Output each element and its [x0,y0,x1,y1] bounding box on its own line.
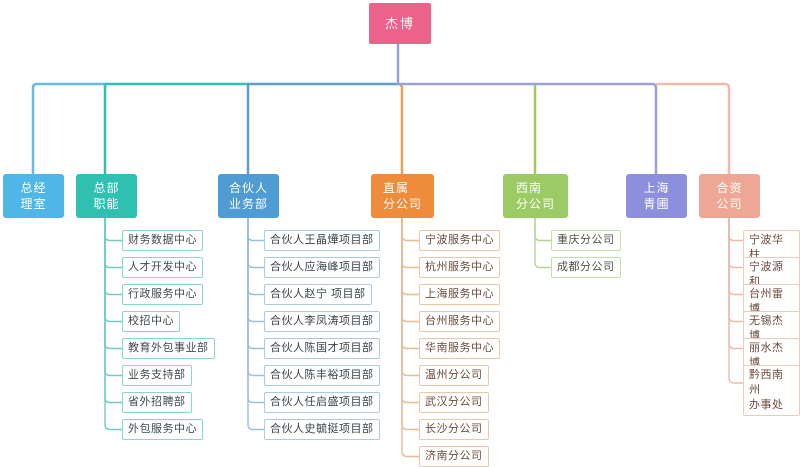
org-node-leaf[interactable]: 教育外包事业部 [122,338,215,359]
connector-line [104,218,122,323]
connector-line [247,218,264,296]
org-node-leaf[interactable]: 济南分公司 [419,446,489,467]
org-node-leaf[interactable]: 合伙人任启盛项目部 [264,392,380,413]
org-node-branch[interactable]: 总部 职能 [76,174,137,218]
connector-line [401,218,419,323]
connector-line [247,218,264,377]
org-node-branch-label: 合资 公司 [716,181,743,211]
connector-line [401,218,419,377]
connector-line [401,218,419,350]
org-node-leaf[interactable]: 合伙人史毓挺项目部 [264,419,380,440]
org-node-leaf[interactable]: 合伙人李凤涛项目部 [264,311,380,332]
org-node-branch[interactable]: 合资 公司 [699,174,760,218]
org-node-branch-label: 直属 分公司 [382,181,422,211]
org-node-branch-label: 上海 青圃 [643,181,670,211]
org-node-leaf[interactable]: 杭州服务中心 [419,257,500,278]
org-node-leaf[interactable]: 合伙人应海峰项目部 [264,257,380,278]
connector-line [103,82,248,174]
connector-line [401,218,419,431]
org-node-branch[interactable]: 上海 青圃 [626,174,687,218]
connector-line [534,218,551,242]
connector-line [104,218,122,296]
connector-line [534,218,551,269]
org-node-branch[interactable]: 直属 分公司 [371,174,434,218]
connector-line [247,218,264,431]
connector-line [104,218,122,242]
org-node-leaf[interactable]: 合伙人赵宁 项目部 [264,284,372,305]
org-node-leaf[interactable]: 华南服务中心 [419,338,500,359]
org-node-leaf[interactable]: 温州分公司 [419,365,489,386]
connector-line [401,218,419,458]
org-node-leaf[interactable]: 重庆分公司 [551,230,621,251]
org-node-leaf[interactable]: 合伙人陈国才项目部 [264,338,380,359]
org-node-leaf[interactable]: 武汉分公司 [419,392,489,413]
org-node-leaf[interactable]: 财务数据中心 [122,230,203,251]
org-node-leaf[interactable]: 行政服务中心 [122,284,203,305]
connector-line [247,218,264,269]
connector-line [247,218,264,242]
org-node-branch-label: 总部 职能 [93,181,120,211]
connector-line [397,82,404,174]
org-node-branch[interactable]: 总经 理室 [3,174,64,218]
org-node-branch[interactable]: 西南 分公司 [503,174,568,218]
connector-line [396,44,658,174]
org-node-leaf[interactable]: 长沙分公司 [419,419,489,440]
connector-line [401,218,419,242]
connector-line [247,218,264,350]
org-node-leaf[interactable]: 合伙人王晶燁项目部 [264,230,380,251]
org-node-leaf[interactable]: 业务支持部 [122,365,192,386]
org-node-leaf[interactable]: 台州服务中心 [419,311,500,332]
connector-line [104,218,122,377]
connector-line [728,218,743,323]
org-node-branch-label: 总经 理室 [20,181,47,211]
connector-line [728,218,743,269]
org-node-leaf[interactable]: 上海服务中心 [419,284,500,305]
org-root-node[interactable]: 杰博 [369,3,431,44]
connector-line [246,82,398,174]
connector-line [401,218,419,269]
connector-line [728,218,743,350]
org-node-leaf[interactable]: 宁波服务中心 [419,230,500,251]
connector-line [656,82,731,174]
connector-line [104,218,122,350]
org-node-leaf[interactable]: 成都分公司 [551,257,621,278]
org-node-leaf[interactable]: 外包服务中心 [122,419,203,440]
org-node-leaf[interactable]: 人才开发中心 [122,257,203,278]
connector-line [728,218,743,242]
org-root-label: 杰博 [384,15,415,31]
connector-line [247,218,264,323]
org-node-leaf[interactable]: 合伙人陈丰裕项目部 [264,365,380,386]
connector-line [401,218,419,296]
connector-line [31,82,105,174]
connector-line [104,218,122,269]
org-node-leaf[interactable]: 省外招聘部 [122,392,192,413]
org-node-leaf[interactable]: 校招中心 [122,311,180,332]
connector-line [728,218,743,296]
connector-line [104,218,122,431]
connector-line [728,218,743,384]
org-node-branch-label: 西南 分公司 [515,181,555,211]
org-node-leaf[interactable]: 黔西南州 办事处 [743,365,800,416]
org-node-branch-label: 合伙人 业务部 [228,181,268,211]
org-node-branch[interactable]: 合伙人 业务部 [218,174,279,218]
